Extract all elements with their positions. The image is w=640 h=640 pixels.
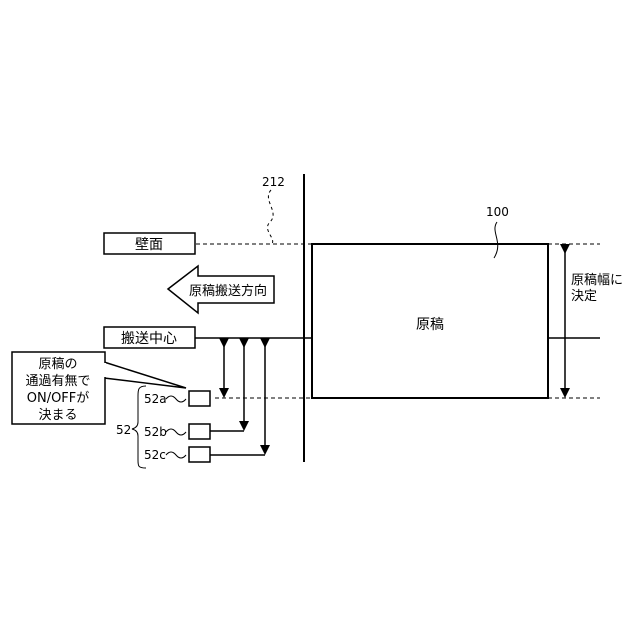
- width-determined-line2: 決定: [571, 289, 597, 304]
- width-determined-line1: 原稿幅に: [571, 272, 623, 288]
- ref-52a-label: 52a: [144, 392, 167, 406]
- ref-52b-tilde: [166, 429, 186, 435]
- sensor-52a: [189, 391, 210, 406]
- callout-line3: ON/OFFが: [27, 391, 90, 406]
- ref-212-label: 212: [262, 175, 285, 189]
- ref-212-leader: [267, 190, 273, 244]
- ref-52c-tilde: [166, 452, 186, 458]
- callout-line2: 通過有無で: [25, 374, 90, 389]
- wall-label: 壁面: [135, 237, 163, 253]
- callout-line1: 原稿の: [38, 356, 77, 372]
- document-label: 原稿: [416, 317, 444, 333]
- sensor-52b: [189, 424, 210, 439]
- ref-52b-label: 52b: [144, 425, 167, 439]
- callout-line4: 決まる: [38, 408, 77, 423]
- ref-100-label: 100: [486, 205, 509, 219]
- sensor-52c: [189, 447, 210, 462]
- transport-center-label: 搬送中心: [121, 331, 177, 347]
- ref-52c-label: 52c: [144, 448, 166, 462]
- ref-52-label: 52: [116, 423, 131, 437]
- transport-direction-label: 原稿搬送方向: [189, 283, 267, 299]
- ref-52a-tilde: [166, 396, 186, 402]
- callout-pointer: [104, 362, 186, 388]
